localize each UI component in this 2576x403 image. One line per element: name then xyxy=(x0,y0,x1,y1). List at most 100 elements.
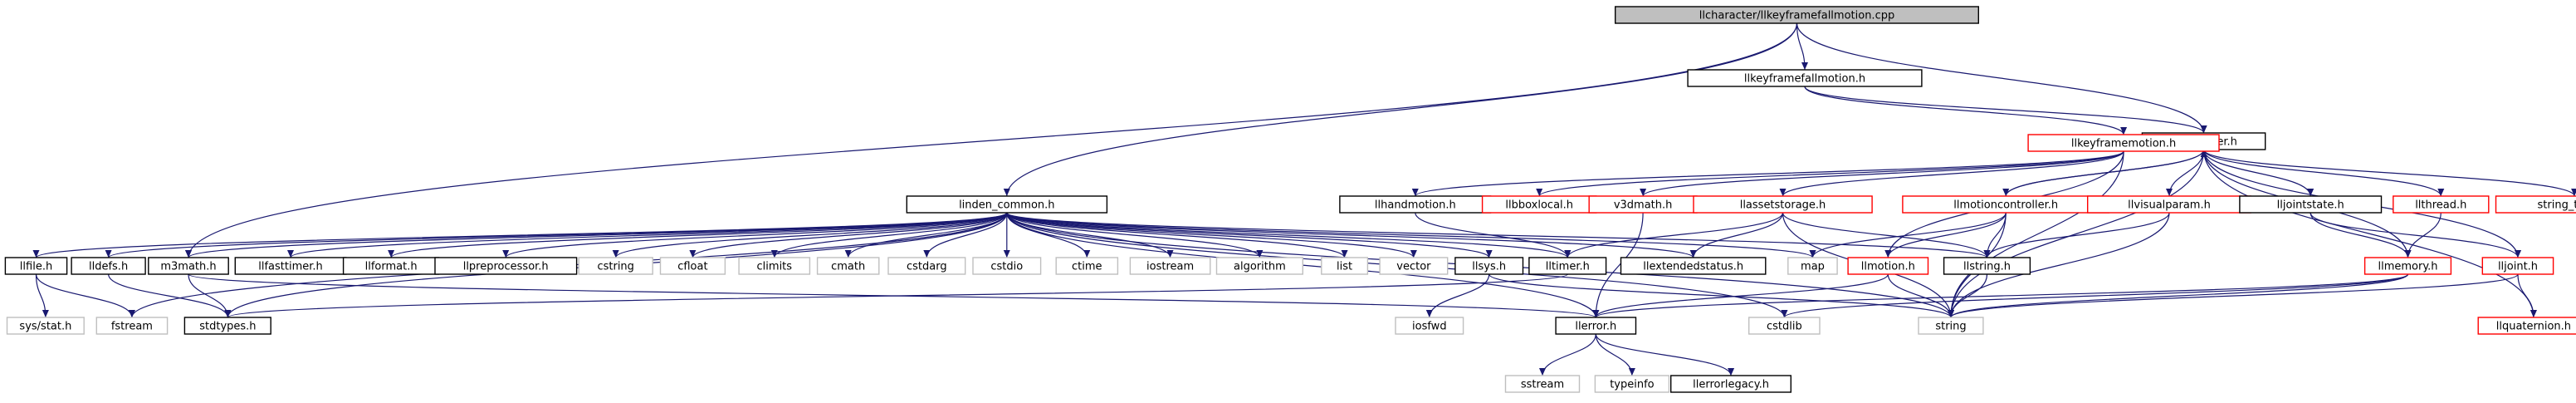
edge-linden_common_h-to-lltimer_h xyxy=(1006,212,1572,258)
node-llerrorlegacy-h[interactable]: llerrorlegacy.h xyxy=(1669,375,1791,393)
edge-linden_common_h-to-llformat_h xyxy=(388,212,1008,258)
dependency-edges xyxy=(32,22,2576,376)
edge-linden_common_h-to-algorithm xyxy=(1006,212,1264,258)
node-llformat-h[interactable]: llformat.h xyxy=(342,257,440,275)
node-box xyxy=(2027,134,2220,152)
node-box xyxy=(2495,195,2576,214)
node-llerror-h[interactable]: llerror.h xyxy=(1555,317,1637,335)
node-box xyxy=(1620,257,1767,275)
node-label: iosfwd xyxy=(1412,321,1447,333)
node-llmotion-h[interactable]: llmotion.h xyxy=(1847,257,1929,275)
edge-llvisualparam_h-to-string xyxy=(1948,212,2170,318)
node-box xyxy=(1918,317,1984,335)
node-lltimer-h[interactable]: lltimer.h xyxy=(1528,257,1607,275)
node-iostream: iostream xyxy=(1129,257,1211,275)
dependency-nodes: llcharacter/llkeyframefallmotion.cpp llke… xyxy=(4,6,2576,393)
node-map: map xyxy=(1787,257,1838,275)
node-box xyxy=(2363,257,2452,275)
edge-linden_common_h-to-cstring xyxy=(612,212,1008,258)
node-llkeyframemotion-h[interactable]: llkeyframemotion.h xyxy=(2027,134,2220,152)
edge-llmotioncontroller_h-to-map xyxy=(1809,212,2007,258)
node-label: cfloat xyxy=(677,261,707,273)
node-label: llfile.h xyxy=(20,261,52,273)
node-fstream: fstream xyxy=(95,317,169,335)
edge-llkeyframemotion_h-to-llassetstorage_h xyxy=(1779,150,2124,197)
edge-linden_common_h-to-climits xyxy=(770,212,1008,258)
node-llstring-h[interactable]: llstring.h xyxy=(1943,257,2031,275)
edge-linden_common_h-to-lldefs_h xyxy=(105,212,1008,258)
node-llthread-h[interactable]: llthread.h xyxy=(2393,195,2490,214)
node-climits: climits xyxy=(738,257,811,275)
node-box xyxy=(906,195,1108,214)
node-llmemory-h[interactable]: llmemory.h xyxy=(2363,257,2452,275)
node-label: llmemory.h xyxy=(2378,261,2437,273)
node-box xyxy=(1454,257,1524,275)
edge-llcharacter_h-to-llquaternion_h xyxy=(2203,149,2537,318)
edge-llmemory_h-to-string xyxy=(1948,273,2409,318)
node-box xyxy=(1528,257,1607,275)
node-llpreprocessor-h[interactable]: llpreprocessor.h xyxy=(434,257,578,275)
node-lljoint-h[interactable]: lljoint.h xyxy=(2481,257,2554,275)
node-label: vector xyxy=(1396,261,1431,273)
edge-linden_common_h-to-cfloat xyxy=(689,212,1008,258)
edge-llcharacter_h-to-string xyxy=(1948,149,2205,318)
node-m3math-h[interactable]: m3math.h xyxy=(148,257,229,275)
node-llbboxlocal-h[interactable]: llbboxlocal.h xyxy=(1481,195,1597,214)
node-label: lltimer.h xyxy=(1546,261,1590,273)
edge-llerror_h-to-llerrorlegacy_h xyxy=(1595,333,1735,376)
edge-keyframefallmotion_h-to-llkeyframemotion_h xyxy=(1804,86,2127,135)
node-iosfwd: iosfwd xyxy=(1395,317,1464,335)
node-llfasttimer-h[interactable]: llfasttimer.h xyxy=(234,257,347,275)
node-box xyxy=(95,317,169,335)
node-llhandmotion-h[interactable]: llhandmotion.h xyxy=(1339,195,1492,214)
node-lljointstate-h[interactable]: lljointstate.h xyxy=(2239,195,2383,214)
node-llvisualparam-h[interactable]: llvisualparam.h xyxy=(2086,195,2251,214)
node-linden-common-h[interactable]: linden_common.h xyxy=(906,195,1108,214)
edge-lltimer_h-to-stdtypes_h xyxy=(224,273,1568,318)
edge-linden_common_h-to-m3math_h xyxy=(185,212,1008,258)
edge-linden_common_h-to-llpreprocessor_h xyxy=(502,212,1008,258)
node-stdtypes-h[interactable]: stdtypes.h xyxy=(183,317,271,335)
node-llsys-h[interactable]: llsys.h xyxy=(1454,257,1524,275)
node-llextendedstatus-h[interactable]: llextendedstatus.h xyxy=(1620,257,1767,275)
node-label: cstdio xyxy=(990,261,1023,273)
node-label: llstring.h xyxy=(1963,261,2011,273)
node-keyframefallmotion-h[interactable]: llkeyframefallmotion.h xyxy=(1687,69,1923,87)
node-llquaternion-h[interactable]: llquaternion.h xyxy=(2477,317,2576,335)
node-box xyxy=(2481,257,2554,275)
node-box xyxy=(1787,257,1838,275)
node-label: string xyxy=(1935,321,1966,333)
edge-llcharacter_h-to-llvisualparam_h xyxy=(2166,149,2205,197)
node-label: iostream xyxy=(1146,261,1194,273)
node-ctime: ctime xyxy=(1055,257,1119,275)
node-box xyxy=(1379,257,1449,275)
node-label: llbboxlocal.h xyxy=(1505,199,1573,212)
edge-v3dmath_h-to-llerror_h xyxy=(1592,212,1644,318)
node-llmotioncontroller-h[interactable]: llmotioncontroller.h xyxy=(1902,195,2110,214)
node-string-table-h[interactable]: string_table.h xyxy=(2495,195,2576,214)
edge-linden_common_h-to-llsys_h xyxy=(1006,212,1493,258)
node-llfile-h[interactable]: llfile.h xyxy=(4,257,68,275)
node-label: llhandmotion.h xyxy=(1375,199,1456,212)
edge-root-to-m3math_h xyxy=(185,22,1798,258)
node-box xyxy=(183,317,271,335)
node-label: llformat.h xyxy=(365,261,418,273)
node-label: fstream xyxy=(111,321,153,333)
node-label: llthread.h xyxy=(2415,199,2466,212)
edge-lljoint_h-to-llquaternion_h xyxy=(2517,273,2537,318)
node-llassetstorage-h[interactable]: llassetstorage.h xyxy=(1693,195,1873,214)
node-label: llkeyframemotion.h xyxy=(2071,138,2176,150)
edge-lljointstate_h-to-llmemory_h xyxy=(2310,212,2412,258)
node-label: llquaternion.h xyxy=(2496,321,2571,333)
node-v3dmath-h[interactable]: v3dmath.h xyxy=(1588,195,1698,214)
node-label: string_table.h xyxy=(2538,199,2576,212)
node-lldefs-h[interactable]: lldefs.h xyxy=(71,257,146,275)
edge-llsys_h-to-iosfwd xyxy=(1425,273,1490,318)
node-box xyxy=(578,257,653,275)
node-label: cmath xyxy=(831,261,865,273)
edge-keyframefallmotion_h-to-llcharacter_h xyxy=(1804,86,2207,134)
edge-linden_common_h-to-llfasttimer_h xyxy=(287,212,1008,258)
edge-llkeyframemotion_h-to-string xyxy=(1948,150,2124,318)
node-root[interactable]: llcharacter/llkeyframefallmotion.cpp xyxy=(1614,6,1979,24)
